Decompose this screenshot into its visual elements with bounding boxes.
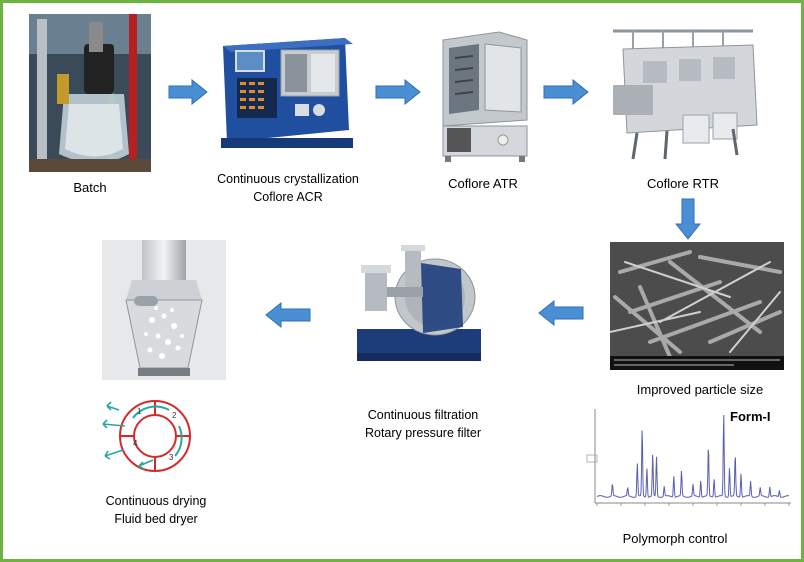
- drying-label-line2: Fluid bed dryer: [114, 512, 198, 526]
- arrow-left-2: [265, 302, 311, 328]
- rotary-pressure-filter-image: [351, 243, 491, 373]
- dryer-zone-diagram: 1 2 3 4: [99, 396, 203, 476]
- acr-label-line2: Coflore ACR: [253, 190, 323, 204]
- dryer-zone-3: 3: [169, 453, 174, 462]
- drying-label: Continuous drying Fluid bed dryer: [81, 492, 231, 528]
- batch-reactor-image: [29, 14, 151, 172]
- filtration-label-line1: Continuous filtration: [367, 408, 479, 422]
- dryer-zone-4: 4: [133, 439, 138, 448]
- xrd-pattern-chart: Form-I: [585, 403, 795, 521]
- acr-label: Continuous crystallization Coflore ACR: [208, 170, 368, 206]
- sem-micrograph-image: [610, 242, 784, 370]
- rtr-label: Coflore RTR: [646, 176, 719, 191]
- drying-label-line1: Continuous drying: [105, 494, 207, 508]
- xrd-form-label: Form-I: [730, 409, 771, 424]
- arrow-down: [675, 198, 701, 240]
- atr-label: Coflore ATR: [448, 176, 518, 191]
- filtration-label: Continuous filtration Rotary pressure fi…: [343, 406, 503, 442]
- dryer-zone-2: 2: [172, 411, 177, 420]
- xrd-y-legend-box: [586, 454, 598, 463]
- batch-label: Batch: [73, 180, 107, 195]
- xrd-series-line: [596, 414, 789, 498]
- polymorph-label: Polymorph control: [622, 531, 728, 546]
- particle-label: Improved particle size: [636, 382, 764, 397]
- arrow-left-1: [538, 300, 584, 326]
- arrow-right-1: [168, 79, 208, 105]
- arrow-right-3: [543, 79, 589, 105]
- arrow-right-2: [375, 79, 421, 105]
- acr-label-line1: Continuous crystallization: [217, 172, 359, 186]
- coflore-atr-image: [439, 30, 531, 163]
- coflore-rtr-image: [603, 25, 763, 163]
- filtration-label-line2: Rotary pressure filter: [364, 426, 481, 440]
- dryer-zone-1: 1: [137, 407, 142, 416]
- fluid-bed-dryer-image: [102, 240, 226, 380]
- coflore-acr-image: [215, 34, 355, 150]
